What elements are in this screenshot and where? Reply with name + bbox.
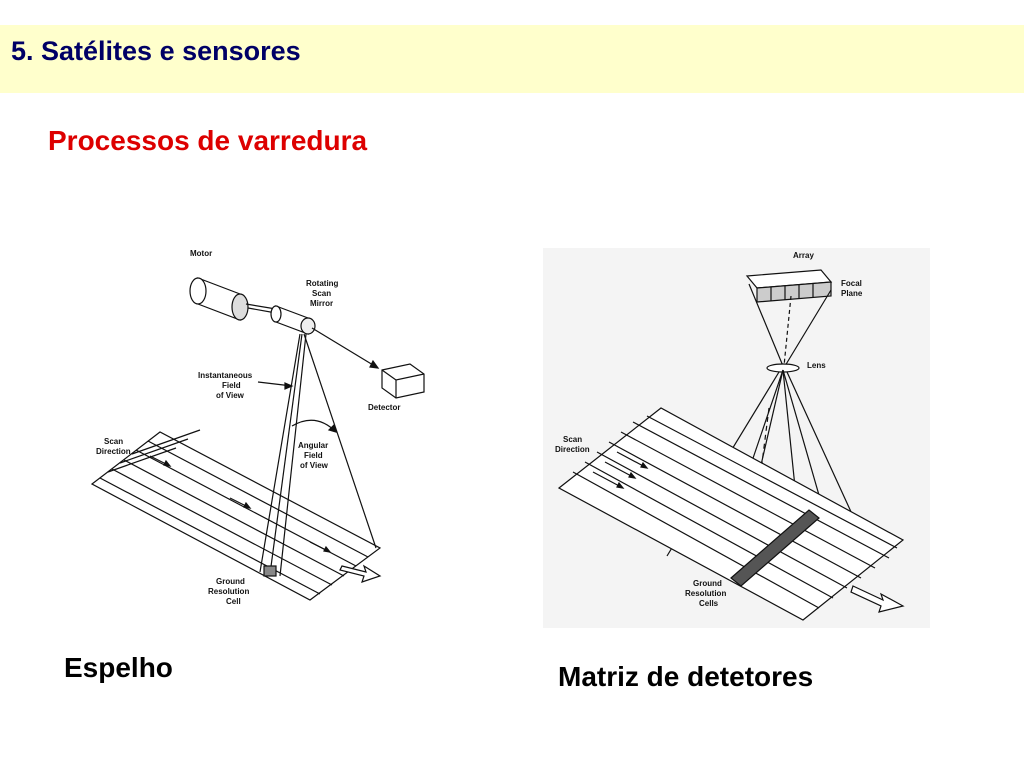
label-grc-1: Ground bbox=[216, 577, 245, 586]
caption-detector-array: Matriz de detetores bbox=[558, 661, 814, 692]
detector-array-figure: Array Focal Plane Lens Scan Direction Gr… bbox=[555, 251, 905, 621]
rotating-mirror-illustration bbox=[270, 305, 316, 335]
detector-array-diagram: Array Focal Plane Lens Scan Direction Gr… bbox=[543, 248, 930, 628]
label-motor: Motor bbox=[190, 249, 212, 258]
label-lens: Lens bbox=[807, 361, 826, 370]
label-grc-2: Resolution bbox=[685, 589, 726, 598]
header-band bbox=[0, 25, 1024, 93]
label-scan-1: Scan bbox=[104, 437, 123, 446]
label-grc-2: Resolution bbox=[208, 587, 249, 596]
label-scan-1: Scan bbox=[563, 435, 582, 444]
motor-illustration bbox=[189, 277, 277, 321]
slide-title: 5. Satélites e sensores bbox=[11, 36, 301, 66]
label-afov-1: Angular bbox=[298, 441, 328, 450]
label-rotating-3: Mirror bbox=[310, 299, 333, 308]
label-focal-2: Plane bbox=[841, 289, 863, 298]
detector-array-illustration bbox=[745, 269, 833, 303]
label-grc-3: Cell bbox=[226, 597, 241, 606]
ground-swath-grid bbox=[557, 407, 905, 621]
slide-subtitle: Processos de varredura bbox=[48, 125, 368, 156]
label-grc-3: Cells bbox=[699, 599, 719, 608]
label-ifov-3: of View bbox=[216, 391, 245, 400]
label-focal-1: Focal bbox=[841, 279, 862, 288]
label-grc-1: Ground bbox=[693, 579, 722, 588]
caption-mirror: Espelho bbox=[64, 652, 173, 683]
label-ifov-1: Instantaneous bbox=[198, 371, 253, 380]
label-array: Array bbox=[793, 251, 814, 260]
label-rotating-2: Scan bbox=[312, 289, 331, 298]
label-afov-2: Field bbox=[304, 451, 323, 460]
ground-swath-grid bbox=[90, 429, 382, 601]
label-detector: Detector bbox=[368, 403, 400, 412]
mirror-scanner-diagram: Motor Rotating Scan Mirror Instantaneous… bbox=[80, 236, 460, 620]
mirror-scanner-figure: Motor Rotating Scan Mirror Instantaneous… bbox=[90, 249, 425, 606]
label-scan-2: Direction bbox=[96, 447, 131, 456]
label-afov-3: of View bbox=[300, 461, 329, 470]
detector-illustration bbox=[381, 363, 425, 399]
label-rotating-1: Rotating bbox=[306, 279, 339, 288]
label-ifov-2: Field bbox=[222, 381, 241, 390]
ground-cells-strip bbox=[730, 509, 820, 587]
label-scan-2: Direction bbox=[555, 445, 590, 454]
